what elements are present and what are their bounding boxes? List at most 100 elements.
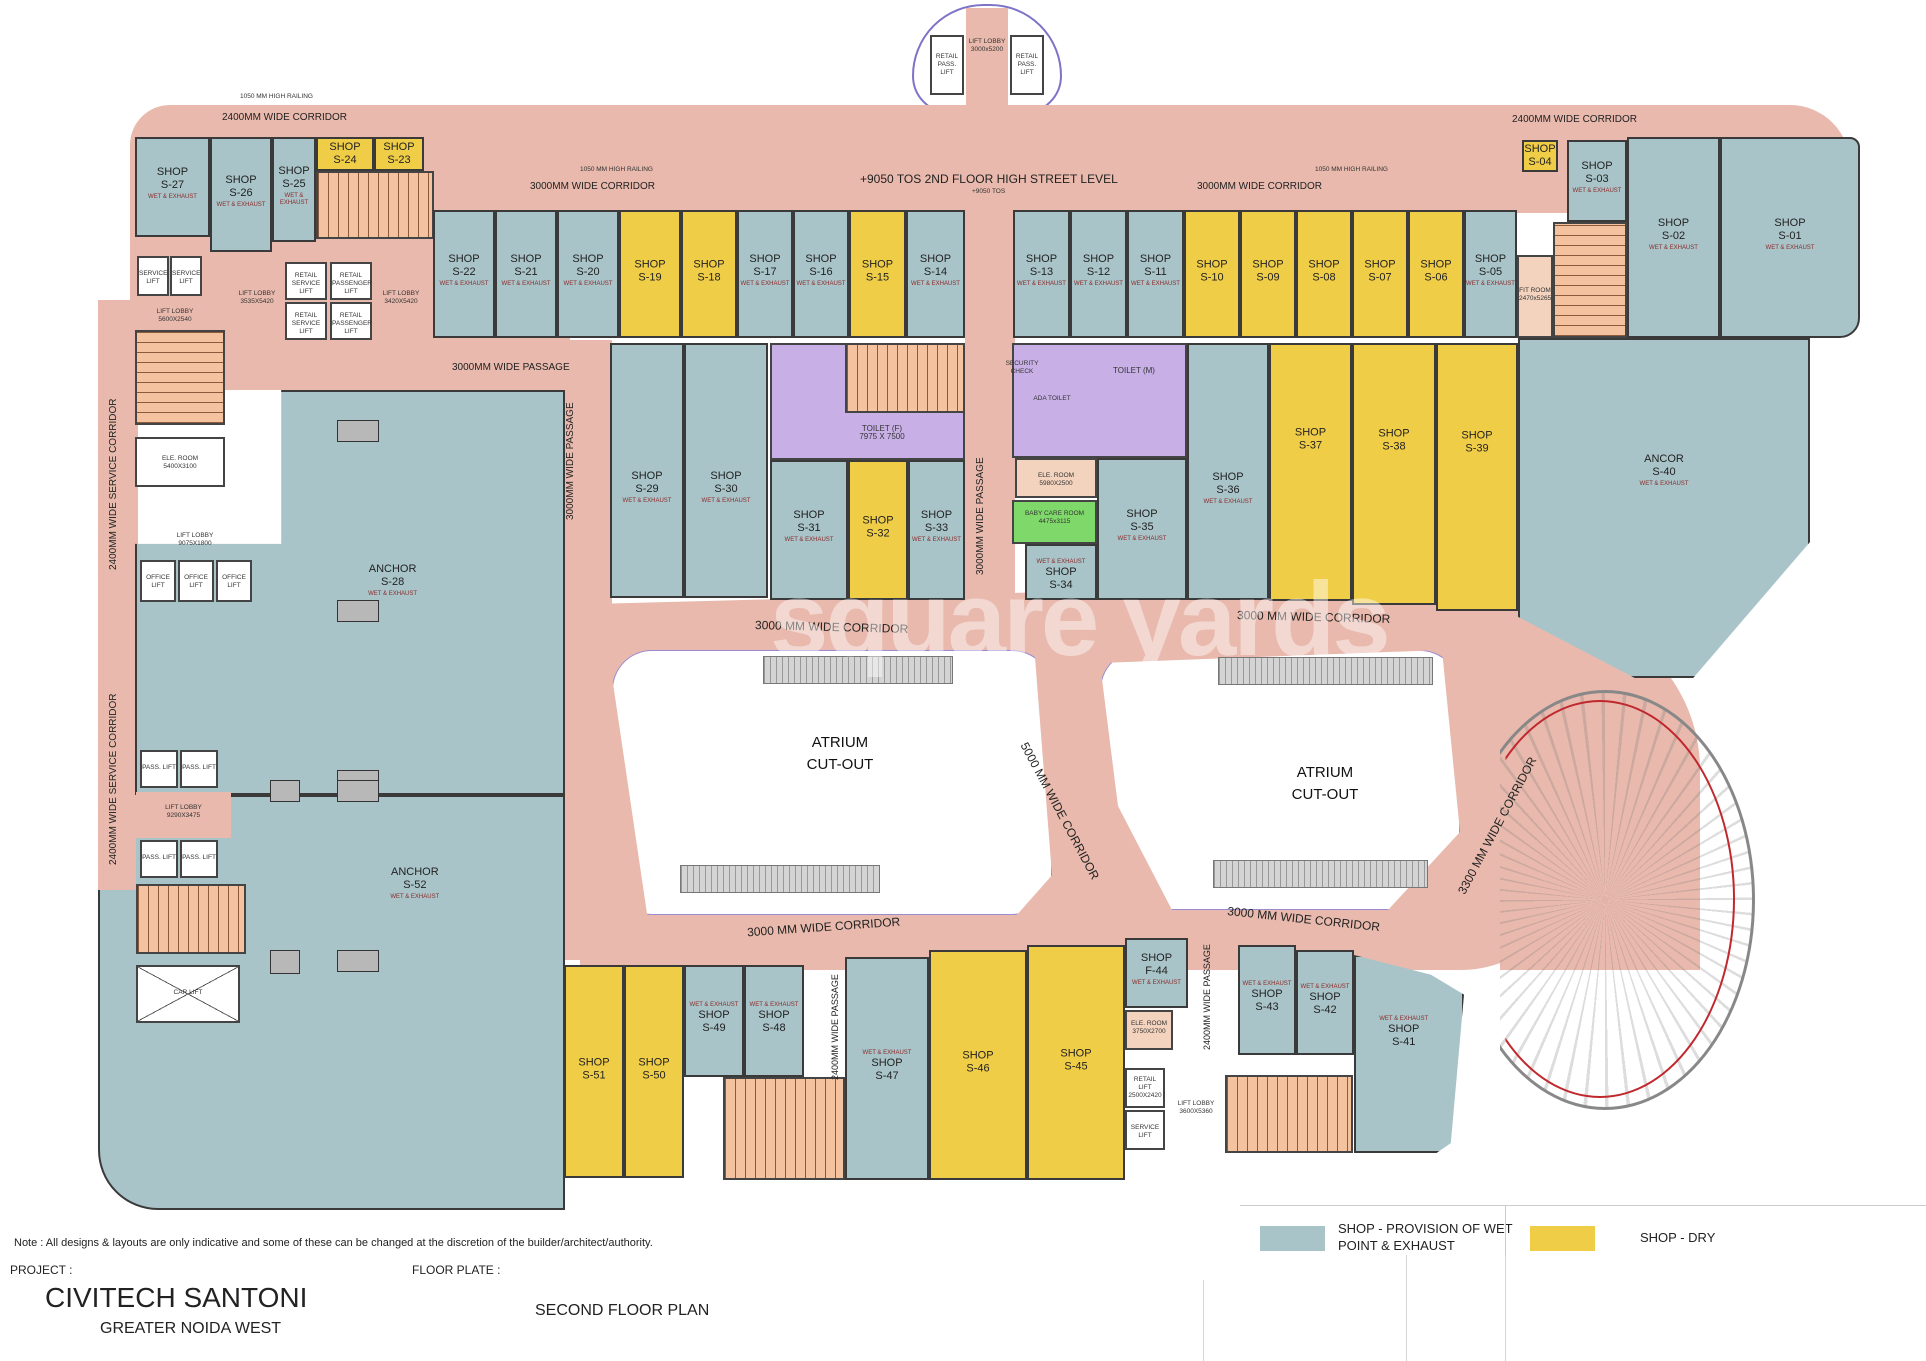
escalator-right-top [1218,657,1433,685]
label-railing-right: 1050 MM HIGH RAILING [1315,166,1388,173]
stair-top-left [316,171,434,239]
label-passage-2400-right: 2400MM WIDE PASSAGE [1202,944,1212,1050]
top-lift-lobby-label: LIFT LOBBY 3000x5200 [968,38,1006,53]
escalator-right-bottom [1213,860,1428,888]
security-check: SECURITY CHECK [1005,360,1039,375]
floor-plate-value: SECOND FLOOR PLAN [535,1302,710,1319]
project-label: PROJECT : [10,1263,73,1277]
label-top-left-3000: 3000MM WIDE CORRIDOR [530,181,656,192]
retail-service-lift-1: RETAIL SERVICE LIFT [285,262,327,300]
office-lift-2: OFFICE LIFT [178,560,214,602]
label-top-left-2400: 2400MM WIDE CORRIDOR [222,112,348,123]
stair-left [135,330,225,425]
stair-center [845,343,965,413]
label-service-lower: 2400MM WIDE SERVICE CORRIDOR [108,693,119,865]
stair-bottom-right [1225,1075,1353,1153]
top-lift-left: RETAIL PASS. LIFT [930,35,964,95]
legend-label-dry: SHOP - DRY [1640,1230,1716,1245]
pass-lift-3: PASS. LIFT [140,840,178,878]
pass-lift-4: PASS. LIFT [180,840,218,878]
label-passage-vert-left: 3000MM WIDE PASSAGE [565,402,576,520]
escalator-left-top [763,656,953,684]
column [337,780,379,802]
floor-plan: RETAIL PASS. LIFT RETAIL PASS. LIFT LIFT… [98,4,1860,1210]
disclaimer-note: Note : All designs & layouts are only in… [14,1237,653,1249]
legend-divider [1505,1206,1506,1266]
floor-plate-label: FLOOR PLATE : [412,1263,501,1277]
legend-swatch-wet [1260,1226,1325,1251]
left-service-corridor [98,300,138,880]
pass-lift-1: PASS. LIFT [140,750,178,788]
service-lift-1: SERVICE LIFT [137,256,169,296]
service-lift-2: SERVICE LIFT [170,256,202,296]
office-lift-1: OFFICE LIFT [140,560,176,602]
label-level-sub: +9050 TOS [972,188,1006,195]
project-location: GREATER NOIDA WEST [100,1320,282,1337]
label-top-right-2400: 2400MM WIDE CORRIDOR [1512,114,1638,125]
toilet-male: TOILET (M) ADA TOILET [1012,343,1187,458]
pass-lift-2: PASS. LIFT [180,750,218,788]
label-railing-left: 1050 MM HIGH RAILING [240,93,313,100]
service-corridor-lower [98,795,136,890]
label-railing-center: 1050 MM HIGH RAILING [580,166,653,173]
